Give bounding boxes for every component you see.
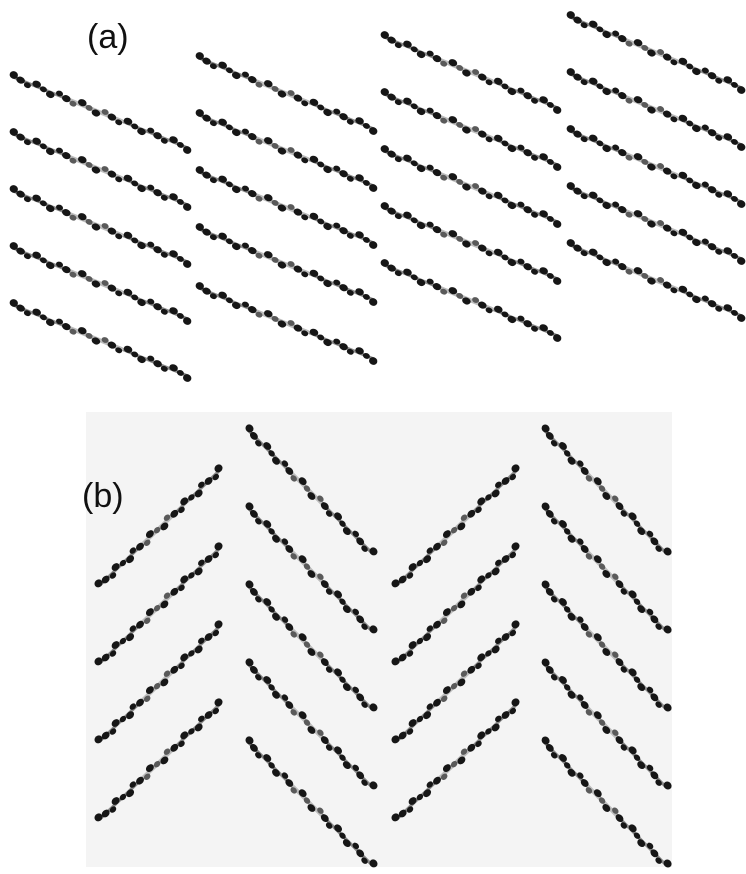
panel-b-background	[86, 412, 672, 867]
panel-b-label: (b)	[82, 479, 124, 513]
panel-a-layered-stacking	[8, 10, 746, 383]
panel-a-label: (a)	[87, 20, 129, 54]
